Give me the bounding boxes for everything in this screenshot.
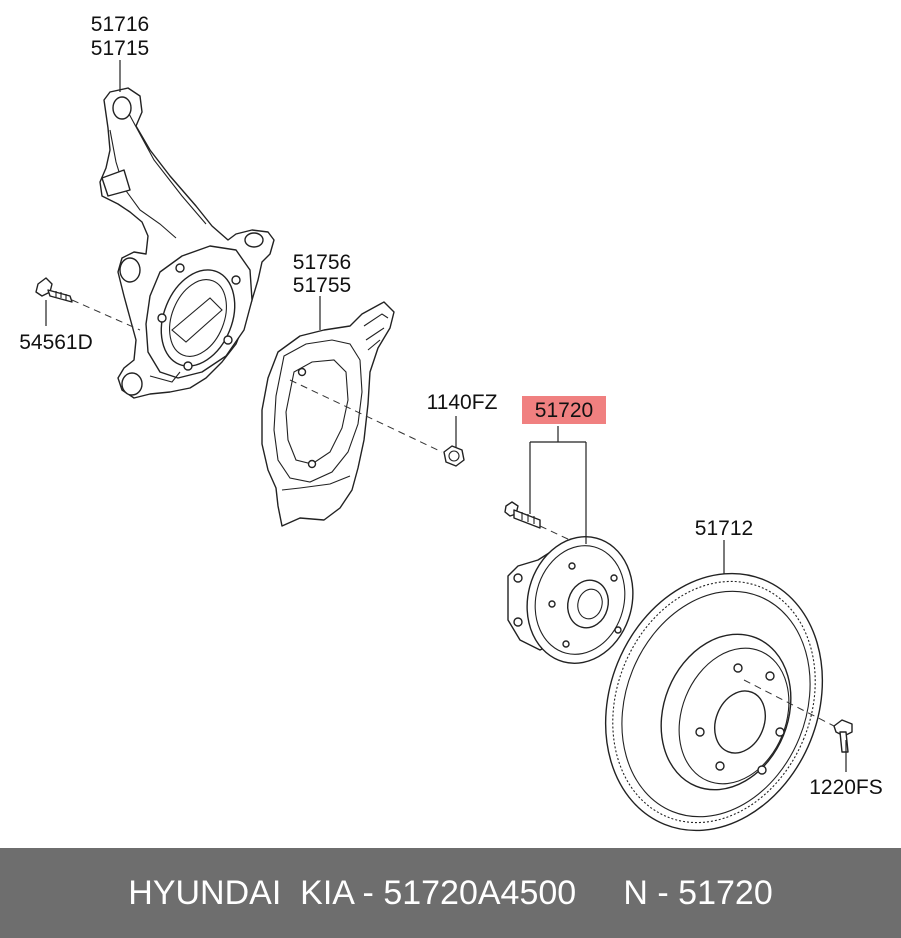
label-51716: 51716 <box>91 13 149 36</box>
label-51715: 51715 <box>91 37 149 60</box>
hub-bolt <box>504 501 541 529</box>
footer-banner: HYUNDAI KIA - 51720A4500 N - 51720 <box>0 848 901 938</box>
brake-disc <box>604 572 824 832</box>
highlight-box <box>522 396 606 424</box>
label-1140FZ: 1140FZ <box>427 391 498 414</box>
shield-bolt <box>443 445 465 467</box>
hub-assembly <box>507 536 634 664</box>
label-51756: 51756 <box>293 251 351 274</box>
label-54561D: 54561D <box>19 331 93 354</box>
disc-screw <box>833 719 853 753</box>
label-51720: 51720 <box>535 399 593 422</box>
knuckle-bolt <box>35 277 73 303</box>
leader-lines <box>45 60 847 772</box>
assembly-axis <box>71 299 835 727</box>
label-51712: 51712 <box>695 517 753 540</box>
label-1220FS: 1220FS <box>809 776 883 799</box>
label-51755: 51755 <box>293 274 351 297</box>
dust-shield <box>261 301 395 527</box>
footer-text: HYUNDAI KIA - 51720A4500 N - 51720 <box>128 873 773 912</box>
steering-knuckle <box>99 87 275 399</box>
parts-diagram: 51716 51715 54561D 51756 51755 1140FZ 51… <box>19 13 883 832</box>
